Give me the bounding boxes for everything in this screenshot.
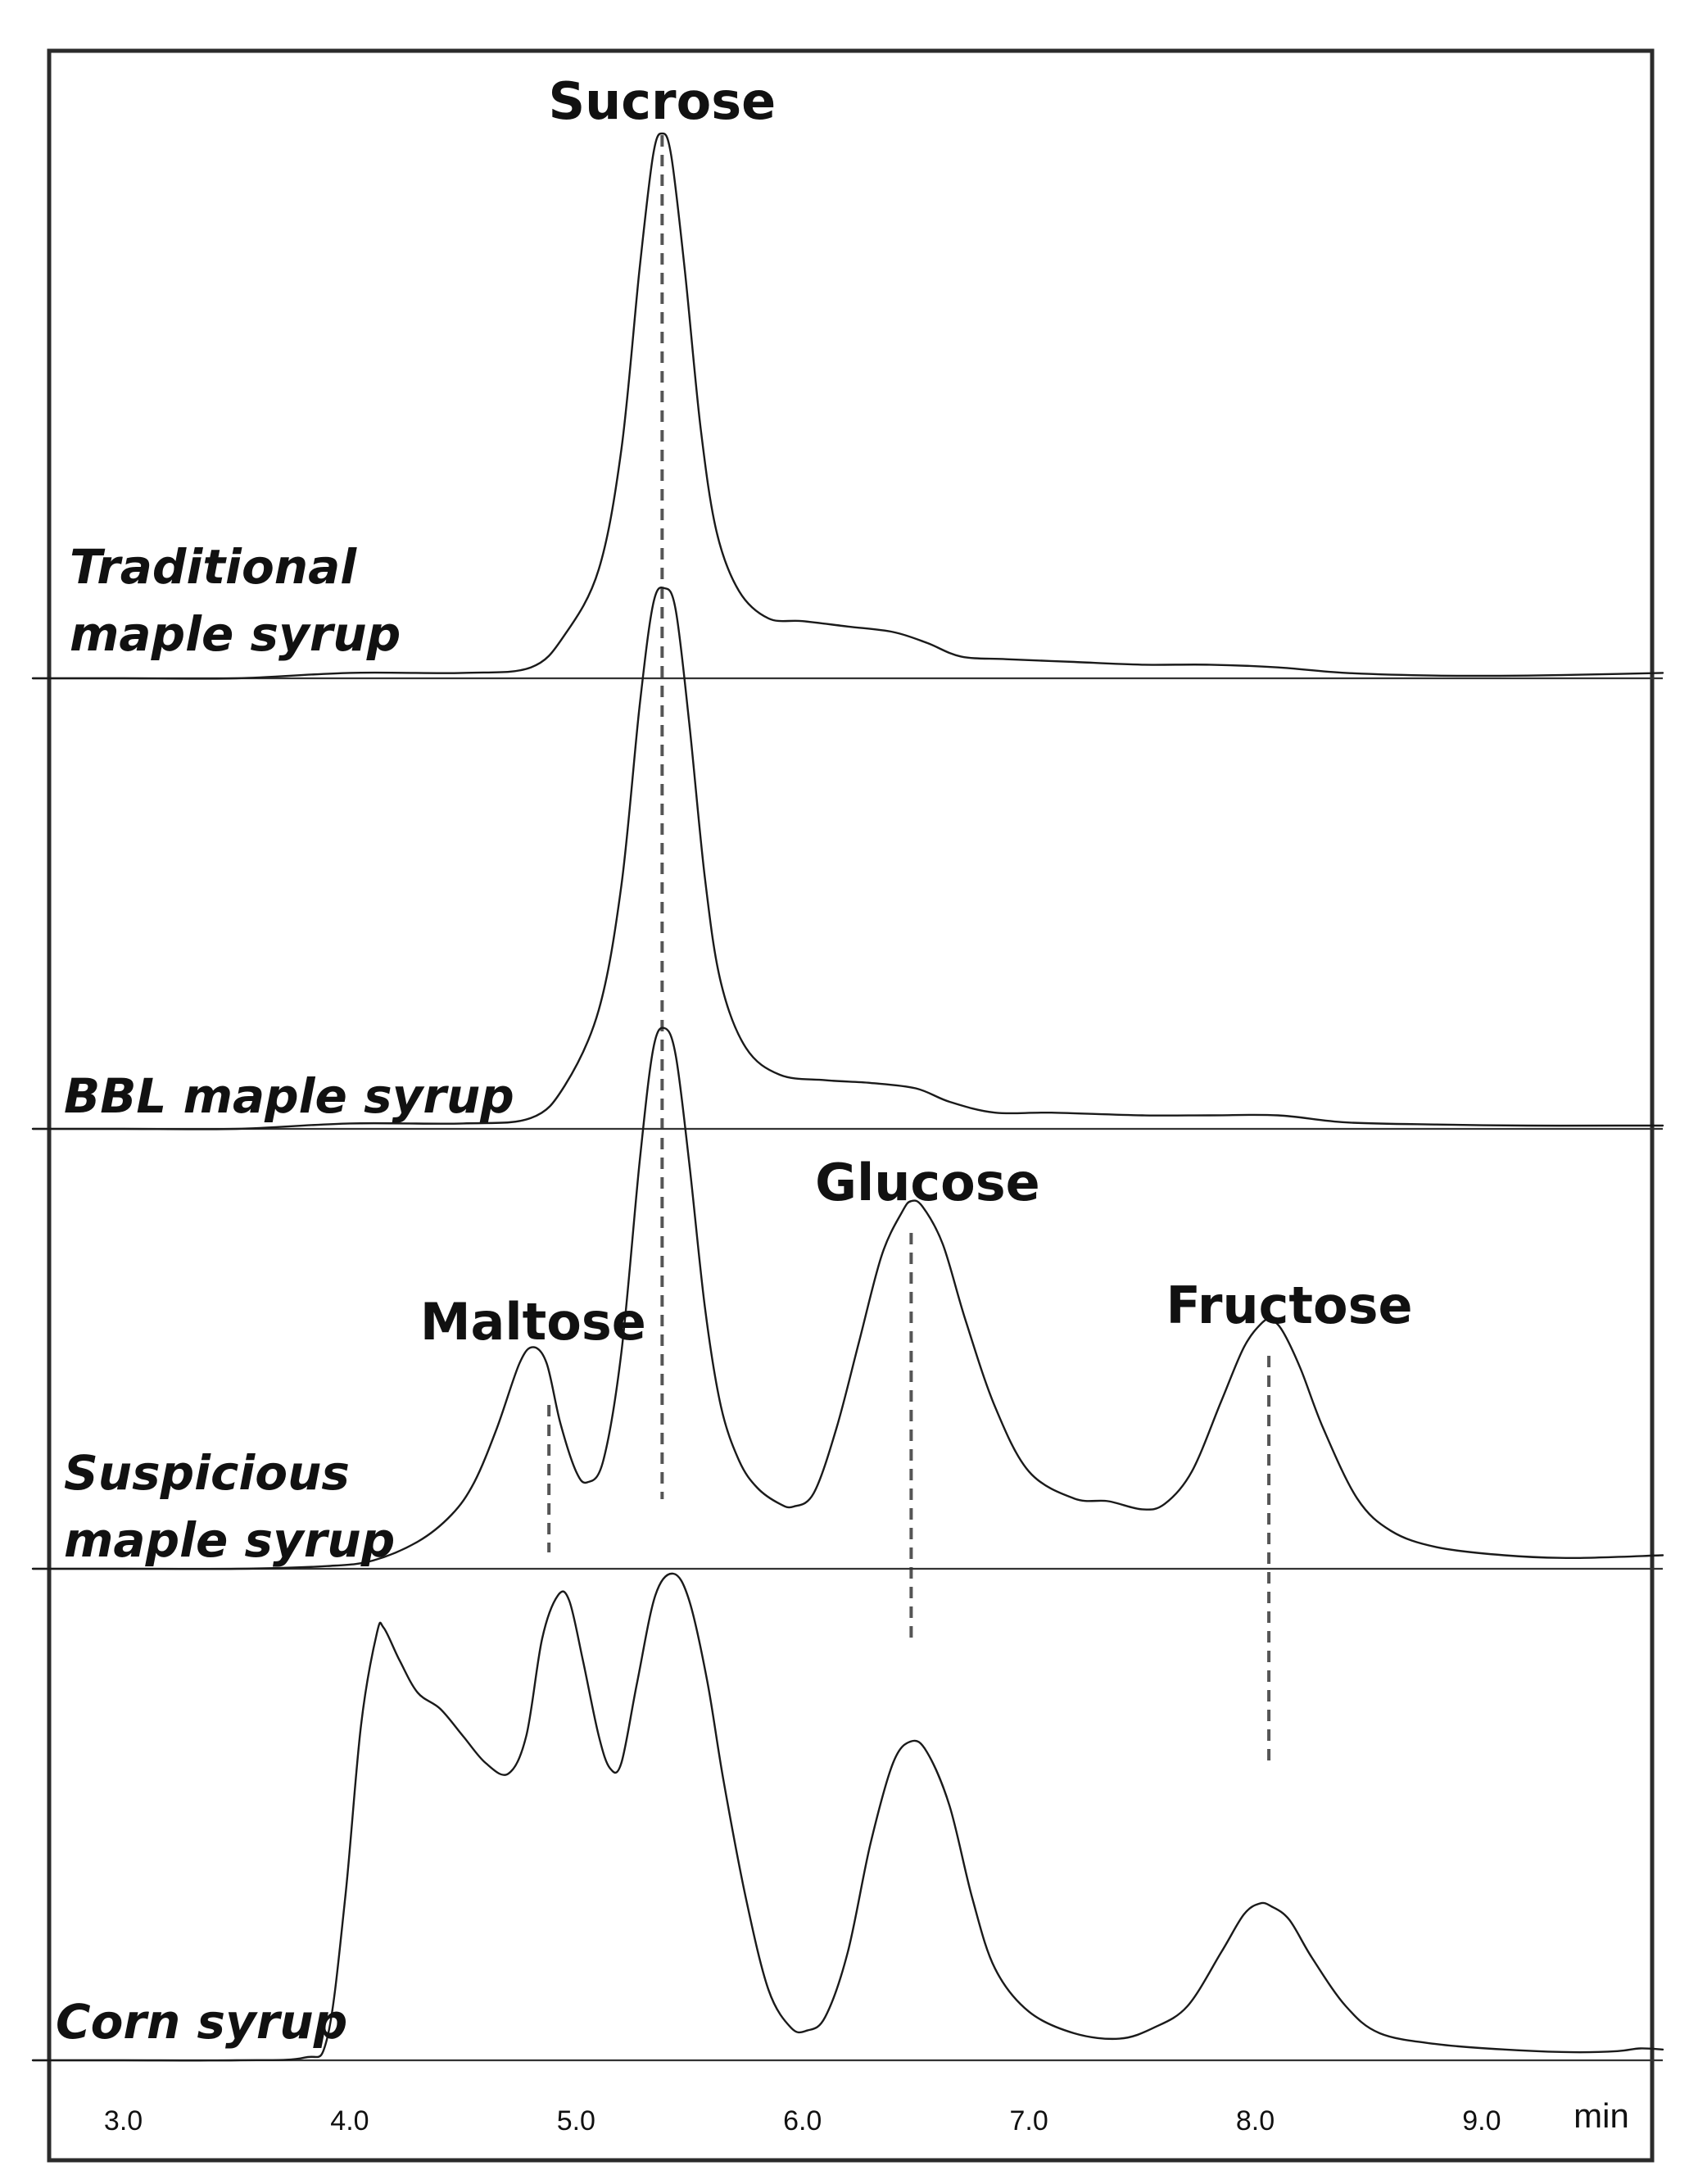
trace-suspicious-maple-syrup [31, 1026, 1664, 1570]
x-tick-label: 5.0 [557, 2105, 595, 2136]
trace-corn-syrup [31, 1572, 1664, 2062]
x-tick-label: 4.0 [330, 2105, 369, 2136]
peak-label-glucose: Glucose [815, 1153, 1040, 1212]
sample-label-suspicious-maple-syrup: maple syrup [64, 1512, 395, 1568]
x-tick-label: 6.0 [783, 2105, 822, 2136]
sample-label-bbl-maple-syrup: BBL maple syrup [64, 1068, 514, 1124]
peak-label-maltose: Maltose [420, 1292, 646, 1352]
retention-markers [547, 135, 1271, 1761]
series-baselines [33, 677, 1663, 2062]
sample-label-corn-syrup: Corn syrup [56, 1994, 347, 2050]
x-axis: 3.0 4.0 5.0 6.0 7.0 8.0 9.0 min [104, 2096, 1629, 2136]
x-tick-label: 9.0 [1462, 2105, 1501, 2136]
chart-frame [47, 48, 1655, 2163]
sample-label-traditional-maple-syrup: maple syrup [70, 606, 401, 662]
chromatogram-traces [31, 132, 1664, 2062]
x-tick-label: 7.0 [1009, 2105, 1048, 2136]
peak-label-fructose: Fructose [1166, 1276, 1413, 1335]
x-tick-label: 3.0 [104, 2105, 143, 2136]
trace-traditional-maple-syrup [31, 132, 1664, 680]
x-axis-unit-label: min [1573, 2096, 1629, 2135]
trace-bbl-maple-syrup [31, 587, 1664, 1131]
peak-label-sucrose: Sucrose [549, 71, 777, 131]
x-tick-label: 8.0 [1236, 2105, 1275, 2136]
sample-label-suspicious-maple-syrup: Suspicious [64, 1445, 350, 1501]
sample-label-traditional-maple-syrup: Traditional [70, 539, 357, 595]
